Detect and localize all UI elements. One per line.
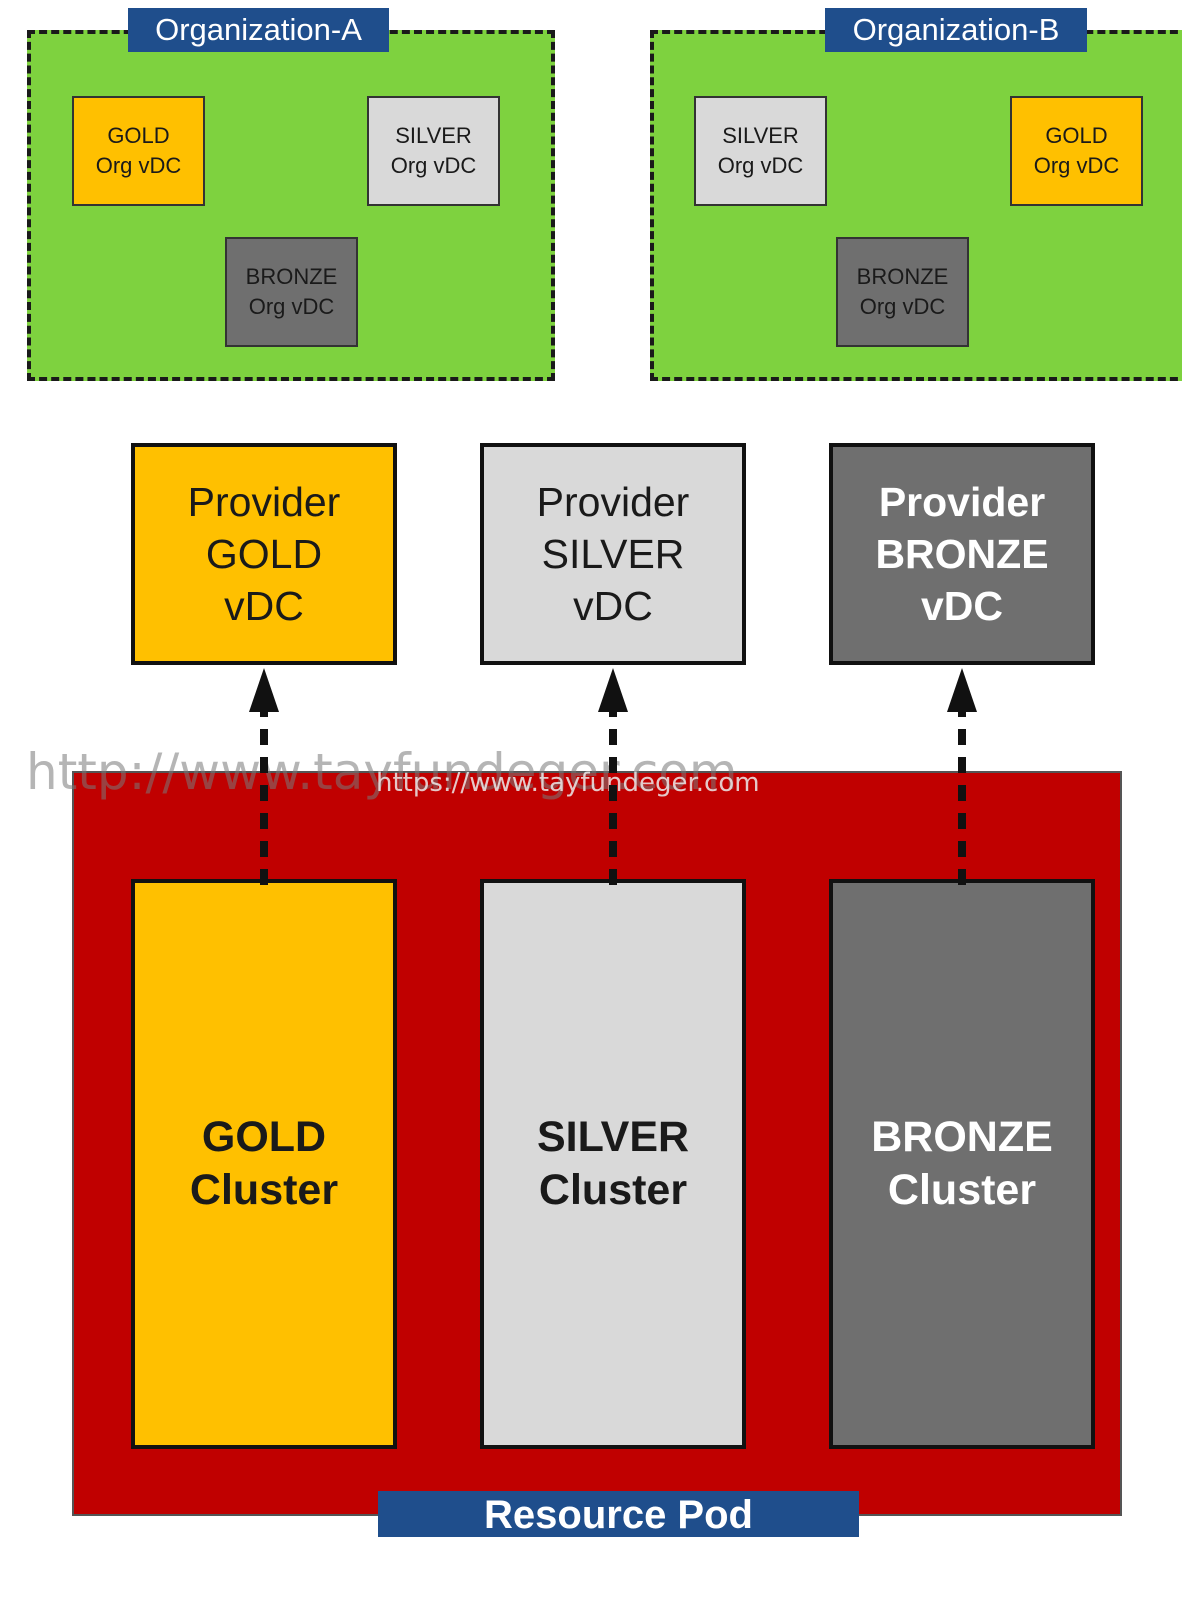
org-vdc-type-label: Org vDC: [390, 153, 477, 178]
org-vdc-tier-label: GOLD: [107, 123, 170, 148]
org-vdc-type-label: Org vDC: [859, 294, 946, 319]
cluster-label: Cluster: [189, 1166, 339, 1214]
provider-bronze-vdc: Provider BRONZE vDC: [829, 443, 1095, 665]
provider-vdc-tier: SILVER: [541, 531, 685, 577]
watermark-large: http://www.tayfundeger.com: [26, 743, 738, 801]
cluster-tier: BRONZE: [871, 1113, 1053, 1161]
cluster-label: Cluster: [887, 1166, 1037, 1214]
silver-cluster: SILVER Cluster: [480, 879, 746, 1449]
provider-vdc-line1: Provider: [536, 479, 690, 525]
cluster-tier: GOLD: [201, 1113, 327, 1161]
silver-cluster-to-provider-arrow: [598, 668, 628, 885]
org-vdc-tier-label: BRONZE: [856, 264, 949, 289]
org-vdc-tier-label: GOLD: [1045, 123, 1108, 148]
provider-vdc-tier: BRONZE: [875, 531, 1049, 577]
org-a-gold-org-vdc: GOLD Org vDC: [72, 96, 205, 206]
resource-pod-title: Resource Pod: [378, 1491, 859, 1537]
organization-b-title: Organization-B: [825, 8, 1087, 52]
org-b-gold-org-vdc: GOLD Org vDC: [1010, 96, 1143, 206]
org-b-silver-org-vdc: SILVER Org vDC: [694, 96, 827, 206]
provider-vdc-line1: Provider: [878, 479, 1046, 525]
gold-cluster-to-provider-arrow: [249, 668, 279, 885]
watermark-small: https://www.tayfundeger.com: [376, 768, 760, 798]
provider-vdc-line3: vDC: [573, 583, 653, 629]
cluster-label: Cluster: [538, 1166, 688, 1214]
org-vdc-tier-label: BRONZE: [245, 264, 338, 289]
org-vdc-tier-label: SILVER: [722, 123, 799, 148]
provider-vdc-line1: Provider: [187, 479, 341, 525]
org-vdc-type-label: Org vDC: [1033, 153, 1120, 178]
org-vdc-tier-label: SILVER: [395, 123, 472, 148]
org-a-silver-org-vdc: SILVER Org vDC: [367, 96, 500, 206]
provider-silver-vdc: Provider SILVER vDC: [480, 443, 746, 665]
bronze-cluster-to-provider-arrow: [947, 668, 977, 885]
organization-a-title: Organization-A: [128, 8, 389, 52]
org-b-bronze-org-vdc: BRONZE Org vDC: [836, 237, 969, 347]
org-a-bronze-org-vdc: BRONZE Org vDC: [225, 237, 358, 347]
org-vdc-type-label: Org vDC: [248, 294, 335, 319]
provider-gold-vdc: Provider GOLD vDC: [131, 443, 397, 665]
bronze-cluster: BRONZE Cluster: [829, 879, 1095, 1449]
gold-cluster: GOLD Cluster: [131, 879, 397, 1449]
org-vdc-type-label: Org vDC: [717, 153, 804, 178]
cluster-tier: SILVER: [536, 1113, 690, 1161]
org-vdc-type-label: Org vDC: [95, 153, 182, 178]
provider-vdc-line3: vDC: [224, 583, 304, 629]
provider-vdc-line3: vDC: [920, 583, 1004, 629]
provider-vdc-tier: GOLD: [205, 531, 323, 577]
